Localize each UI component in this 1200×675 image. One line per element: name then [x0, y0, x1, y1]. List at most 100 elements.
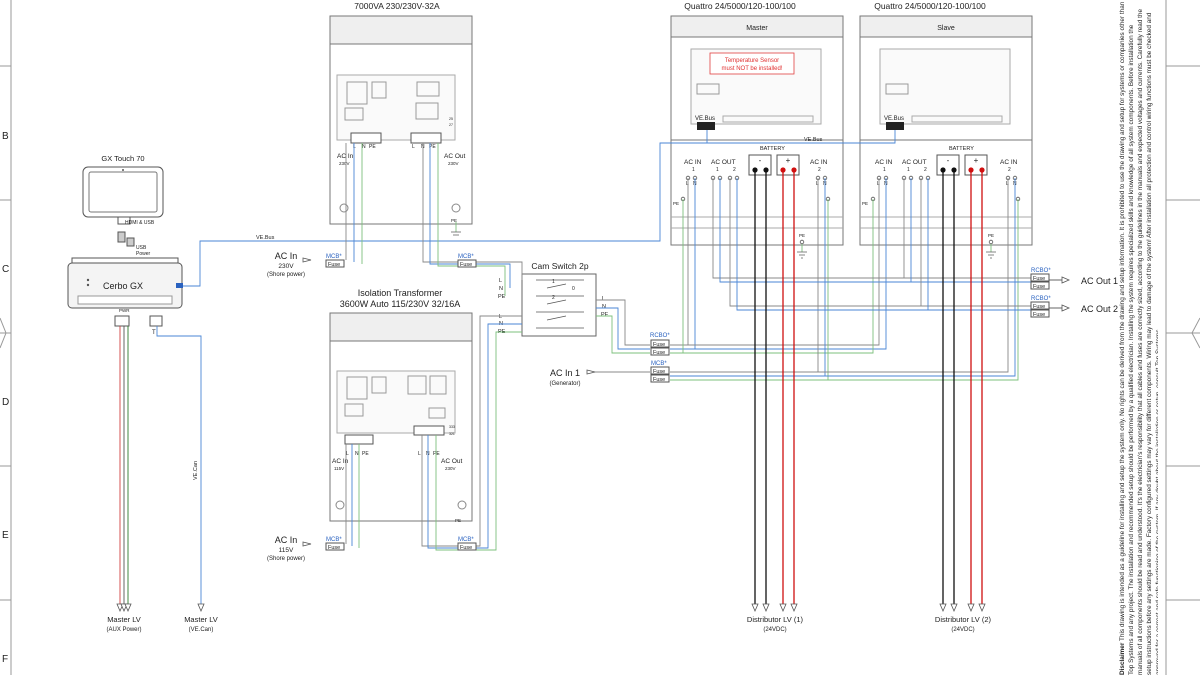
gen-title: AC In 1	[550, 368, 580, 378]
master-l1: L	[686, 181, 689, 187]
disclaimer-heading: Disclaimer	[1119, 642, 1126, 675]
master-role: Master	[746, 25, 768, 32]
acout1-label: AC Out 1	[1081, 276, 1118, 286]
tt-ac-out: AC Out	[444, 153, 466, 160]
quattro-master: Quattro 24/5000/120-100/100 Master Tempe…	[670, 1, 844, 246]
dist1-sub: (24VDC)	[763, 627, 786, 633]
slave-acin2-n: 2	[1008, 167, 1011, 173]
dist2-sub: (24VDC)	[951, 627, 974, 633]
fuse-label-7: Fuse	[653, 369, 665, 375]
rcbo-label-1: RCBO*	[650, 333, 670, 339]
slave-acout-n1: 1	[907, 167, 910, 173]
fuse-label-3: Fuse	[328, 545, 340, 551]
quattro-slave: Quattro 24/5000/120-100/100 Slave VE.Bus…	[859, 1, 1033, 246]
dist2-label: Distributor LV (2)	[935, 615, 992, 624]
fuse-label-9: Fuse	[1033, 276, 1045, 282]
master-pe2: PE	[799, 233, 805, 238]
cam-pe3: PE	[601, 312, 609, 318]
tb-term-pe: PE	[362, 451, 369, 457]
row-label-f: F	[2, 654, 8, 665]
slave-title: Quattro 24/5000/120-100/100	[874, 1, 986, 11]
rcbo-label-3: RCBO*	[1031, 296, 1051, 302]
tt-ac-in: AC In	[337, 153, 354, 160]
tt-ac-in-v: 230V	[339, 161, 350, 166]
ground-symbols	[451, 231, 996, 259]
transformer-top-title: 7000VA 230/230V-32A	[354, 1, 440, 11]
cerbo-gx: Cerbo GX PWR T	[67, 257, 183, 336]
cerbo-title: Cerbo GX	[103, 281, 143, 291]
fuse-label-10: Fuse	[1033, 284, 1045, 290]
fuse-label-5: Fuse	[653, 342, 665, 348]
cam-n: N	[499, 286, 503, 292]
tt-pe: PE	[451, 218, 457, 223]
mcb-label-4: MCB*	[458, 537, 474, 543]
tb-ac-out: AC Out	[441, 458, 463, 465]
shore1-v: 230V	[278, 263, 294, 270]
gen-sub: (Generator)	[549, 381, 580, 387]
master-pe1: PE	[673, 201, 679, 206]
tt-tiny2: 27	[449, 123, 453, 127]
row-label-e: E	[2, 530, 9, 541]
cam-p0: 0	[572, 286, 575, 292]
cam-p2: 2	[552, 295, 555, 301]
slave-l1: L	[877, 181, 880, 187]
fuse-label-12: Fuse	[1033, 312, 1045, 318]
shore2-title: AC In	[275, 535, 298, 545]
mcb-label-1: MCB*	[326, 254, 342, 260]
slave-l2: L	[1006, 181, 1009, 187]
transformer-bottom-title2: 3600W Auto 115/230V 32/16A	[340, 299, 460, 309]
cerbo-t: T	[152, 330, 156, 336]
slave-pe1: PE	[862, 201, 868, 206]
tb-ac-in: AC In	[332, 458, 349, 465]
shore2-sub: (Shore power)	[267, 556, 305, 562]
general-labels: VE.Bus VE.Bus VE.Can AC In 230V (Shore p…	[106, 137, 1118, 633]
cam-l3: L	[602, 296, 605, 302]
slave-acout-n2: 2	[924, 167, 927, 173]
tb-term-l: L	[346, 451, 349, 457]
disclaimer-text: Disclaimer This drawing is intended as a…	[1118, 0, 1158, 675]
master-warning2: must NOT be installed!	[722, 66, 783, 72]
master-acin1: AC IN	[684, 159, 702, 166]
master-lv1-sub: (AUX Power)	[106, 627, 141, 633]
tt-term-l: L	[353, 144, 356, 150]
master-warning1: Temperature Sensor	[725, 58, 779, 64]
shore1-title: AC In	[275, 251, 298, 261]
master-acin2: AC IN	[810, 159, 828, 166]
slave-battery: BATTERY	[949, 146, 974, 152]
master-battery: BATTERY	[760, 146, 785, 152]
slave-acin1: AC IN	[875, 159, 893, 166]
cam-l: L	[499, 278, 502, 284]
shore2-v: 115V	[279, 547, 294, 554]
disclaimer-body: This drawing is intended as a guideline …	[1119, 1, 1158, 675]
slave-vebus: VE.Bus	[884, 116, 904, 122]
row-label-d: D	[2, 397, 9, 408]
tt-term-n: N	[362, 144, 366, 150]
mcb-label-2: MCB*	[458, 254, 474, 260]
cerbo-pwr: PWR	[119, 308, 130, 313]
master-title: Quattro 24/5000/120-100/100	[684, 1, 796, 11]
gx-hdmi: HDMI & USB	[125, 220, 155, 226]
row-label-b: B	[2, 131, 9, 142]
master-lv2: Master LV	[184, 615, 218, 624]
fuse-label-4: Fuse	[460, 545, 472, 551]
gx-touch-70: GX Touch 70 HDMI & USB USB Power	[82, 154, 164, 257]
slave-acin1-n: 1	[883, 167, 886, 173]
slave-role: Slave	[937, 25, 955, 32]
gx-usb2: Power	[136, 251, 151, 257]
tb-term-l2: L	[418, 451, 421, 457]
transformer-bottom-title1: Isolation Transformer	[358, 288, 443, 298]
master-acout-n2: 2	[733, 167, 736, 173]
shore1-sub: (Shore power)	[267, 272, 305, 278]
tb-tiny2: 321	[449, 432, 455, 436]
master-acin1-n: 1	[692, 167, 695, 173]
down-arrows	[116, 257, 1071, 613]
vecan-label: VE.Can	[193, 461, 199, 480]
master-acin2-n: 2	[818, 167, 821, 173]
tb-ac-out-v: 230V	[445, 466, 456, 471]
master-minus: -	[759, 156, 762, 165]
gx-usb1: USB	[136, 245, 147, 251]
master-plus: +	[786, 156, 791, 165]
tt-tiny1: 25	[449, 117, 453, 121]
